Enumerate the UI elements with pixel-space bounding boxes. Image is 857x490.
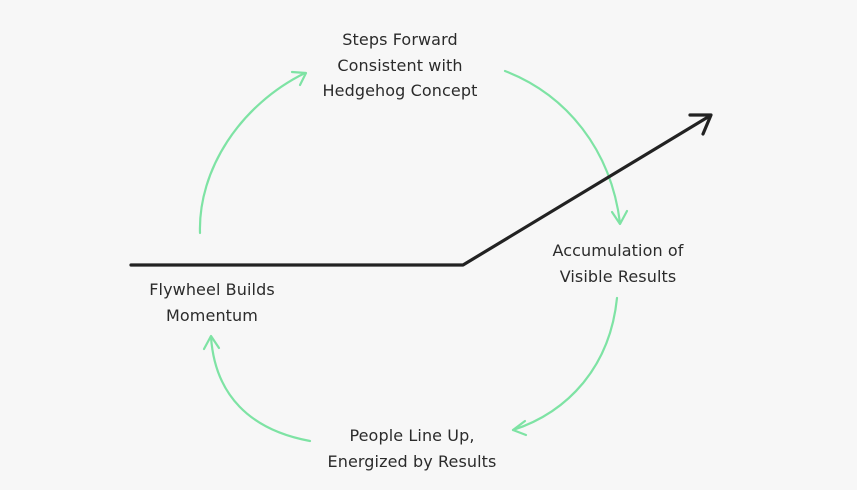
label-accumulation: Accumulation of Visible Results	[518, 238, 718, 289]
label-flywheel-builds-line-1: Flywheel Builds	[149, 280, 275, 299]
cycle-arrow-to-people-line-up	[511, 296, 619, 432]
label-people-line-up-line-1: People Line Up,	[349, 426, 475, 445]
cycle-arrowhead-to-people-line-up	[511, 419, 528, 437]
label-steps-forward: Steps Forward Consistent with Hedgehog C…	[300, 27, 500, 104]
cycle-arrowhead-to-accumulation	[610, 209, 629, 226]
label-people-line-up-line-2: Energized by Results	[327, 451, 497, 471]
label-steps-forward-line-1: Steps Forward	[342, 30, 458, 49]
label-accumulation-line-1: Accumulation of	[552, 241, 684, 260]
cycle-arrow-to-steps-forward	[198, 71, 307, 235]
label-steps-forward-line-3: Hedgehog Concept	[322, 81, 478, 100]
label-people-line-up: People Line Up, Energized by Results	[312, 423, 512, 474]
label-flywheel-builds: Flywheel Builds Momentum	[112, 277, 312, 328]
cycle-arrow-to-flywheel-builds	[209, 335, 312, 443]
momentum-trend-line	[129, 115, 710, 267]
cycle-arrowhead-to-steps-forward	[290, 70, 308, 87]
momentum-trend-arrowhead	[688, 113, 713, 136]
label-flywheel-builds-line-2: Momentum	[166, 305, 258, 325]
label-accumulation-line-2: Visible Results	[559, 266, 677, 286]
cycle-arrow-to-accumulation	[503, 69, 622, 225]
cycle-arrowhead-to-flywheel-builds	[202, 334, 221, 351]
label-steps-forward-line-2: Consistent with	[337, 55, 463, 75]
